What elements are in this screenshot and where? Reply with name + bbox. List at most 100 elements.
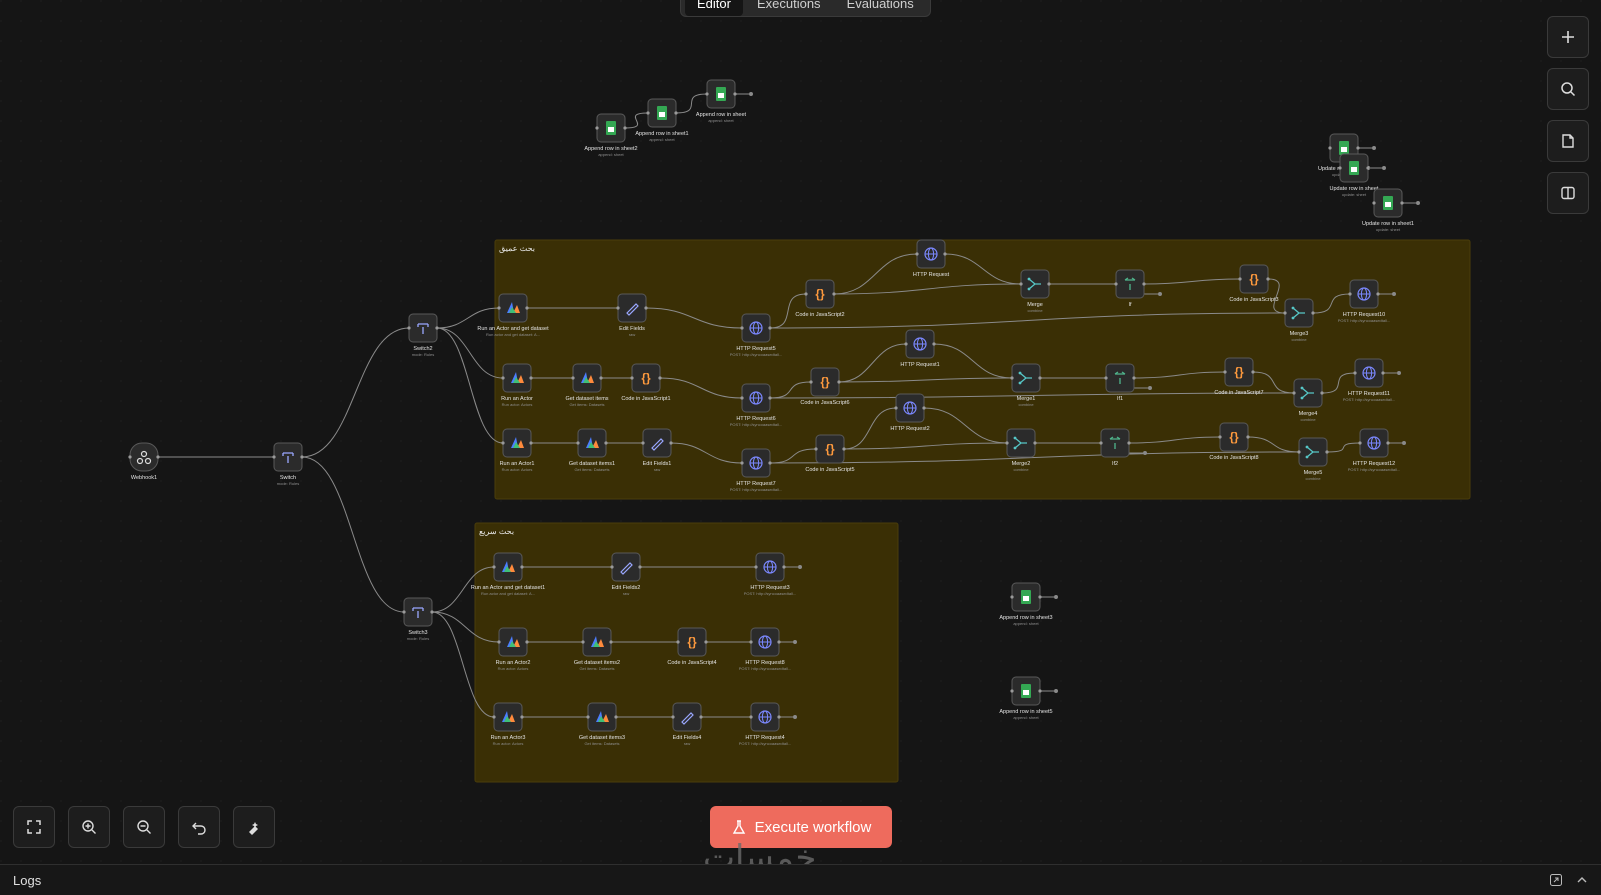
input-handle[interactable]	[740, 396, 744, 400]
output-handle[interactable]	[609, 640, 613, 644]
output-handle[interactable]	[943, 252, 947, 256]
output-handle[interactable]	[525, 640, 529, 644]
output-handle[interactable]	[1381, 371, 1385, 375]
output-handle[interactable]	[1402, 441, 1406, 445]
connection-line[interactable]	[1312, 293, 1351, 314]
output-handle[interactable]	[768, 461, 772, 465]
input-handle[interactable]	[1358, 441, 1362, 445]
input-handle[interactable]	[749, 640, 753, 644]
input-handle[interactable]	[586, 715, 590, 719]
output-handle[interactable]	[669, 441, 673, 445]
connection-line[interactable]	[843, 442, 1008, 450]
output-handle[interactable]	[768, 396, 772, 400]
connection-line[interactable]	[838, 343, 907, 383]
connection-line[interactable]	[833, 253, 918, 295]
input-handle[interactable]	[740, 326, 744, 330]
output-handle[interactable]	[1382, 166, 1386, 170]
output-handle[interactable]	[430, 610, 434, 614]
output-handle[interactable]	[1320, 391, 1324, 395]
output-handle[interactable]	[777, 715, 781, 719]
output-handle[interactable]	[520, 565, 524, 569]
input-handle[interactable]	[501, 376, 505, 380]
input-handle[interactable]	[272, 455, 276, 459]
output-handle[interactable]	[623, 126, 627, 130]
connection-line[interactable]	[436, 327, 504, 444]
input-handle[interactable]	[676, 640, 680, 644]
output-handle[interactable]	[1416, 201, 1420, 205]
output-handle[interactable]	[842, 447, 846, 451]
connection-line[interactable]	[769, 392, 1295, 399]
input-handle[interactable]	[1338, 166, 1342, 170]
connection-line[interactable]	[431, 611, 495, 718]
input-handle[interactable]	[616, 306, 620, 310]
input-handle[interactable]	[740, 461, 744, 465]
output-handle[interactable]	[1038, 595, 1042, 599]
output-handle[interactable]	[525, 306, 529, 310]
output-handle[interactable]	[1311, 311, 1315, 315]
output-handle[interactable]	[1158, 292, 1162, 296]
input-handle[interactable]	[1114, 282, 1118, 286]
node-code6[interactable]: {}Code in JavaScript6	[800, 367, 850, 406]
input-handle[interactable]	[915, 252, 919, 256]
input-handle[interactable]	[595, 126, 599, 130]
output-handle[interactable]	[1127, 441, 1131, 445]
connection-line[interactable]	[769, 293, 807, 329]
output-handle[interactable]	[599, 376, 603, 380]
output-handle[interactable]	[1392, 292, 1396, 296]
output-handle[interactable]	[1143, 451, 1147, 455]
input-handle[interactable]	[402, 610, 406, 614]
input-handle[interactable]	[749, 715, 753, 719]
node-webhook1[interactable]: Webhook1	[128, 442, 160, 481]
output-handle[interactable]	[674, 111, 678, 115]
search-nodes-button[interactable]	[1547, 68, 1589, 110]
output-handle[interactable]	[1366, 166, 1370, 170]
input-handle[interactable]	[1297, 450, 1301, 454]
output-handle[interactable]	[704, 640, 708, 644]
connection-line[interactable]	[833, 283, 1022, 295]
output-handle[interactable]	[768, 326, 772, 330]
connection-line[interactable]	[1267, 278, 1286, 314]
input-handle[interactable]	[1372, 201, 1376, 205]
output-handle[interactable]	[1033, 441, 1037, 445]
input-handle[interactable]	[407, 326, 411, 330]
connection-line[interactable]	[436, 307, 500, 329]
output-handle[interactable]	[604, 441, 608, 445]
input-handle[interactable]	[581, 640, 585, 644]
input-handle[interactable]	[1005, 441, 1009, 445]
input-handle[interactable]	[492, 715, 496, 719]
input-handle[interactable]	[814, 447, 818, 451]
zoom-out-button[interactable]	[123, 806, 165, 848]
connection-line[interactable]	[838, 377, 1013, 383]
input-handle[interactable]	[1328, 146, 1332, 150]
connection-line[interactable]	[624, 112, 649, 129]
output-handle[interactable]	[932, 342, 936, 346]
connection-line[interactable]	[1326, 442, 1361, 453]
node-if1[interactable]: If1	[1104, 363, 1136, 402]
input-handle[interactable]	[1019, 282, 1023, 286]
output-handle[interactable]	[658, 376, 662, 380]
input-handle[interactable]	[571, 376, 575, 380]
output-handle[interactable]	[1266, 277, 1270, 281]
output-handle[interactable]	[733, 92, 737, 96]
output-handle[interactable]	[777, 640, 781, 644]
output-handle[interactable]	[435, 326, 439, 330]
input-handle[interactable]	[1218, 435, 1222, 439]
connection-line[interactable]	[1321, 372, 1356, 394]
input-handle[interactable]	[576, 441, 580, 445]
